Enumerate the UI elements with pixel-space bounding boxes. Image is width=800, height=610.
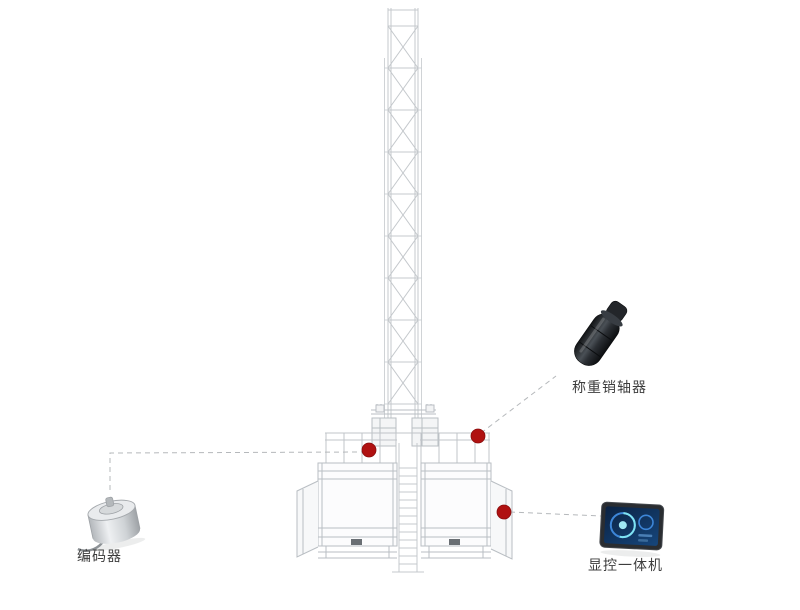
encoder-leader-line [109,451,363,490]
display-image [599,501,665,557]
encoder-image [77,496,146,552]
display-leader-line [509,511,602,517]
load-pin-label: 称重销轴器 [572,380,647,396]
drive-units [371,404,439,447]
mast-base [392,443,424,573]
sensor-markers [361,428,512,520]
left-cage [296,462,398,559]
display-marker [496,504,512,520]
mast-lattice [384,8,422,443]
encoder-label: 编码器 [77,549,122,565]
load-pin-leader-line [480,375,557,434]
leader-lines [109,375,602,517]
encoder-marker [361,442,377,458]
right-cage [420,462,513,560]
display-label: 显控一体机 [588,558,663,574]
load-pin-marker [470,428,486,444]
roof-guard-rails [325,432,490,463]
load-pin-image [574,300,628,366]
